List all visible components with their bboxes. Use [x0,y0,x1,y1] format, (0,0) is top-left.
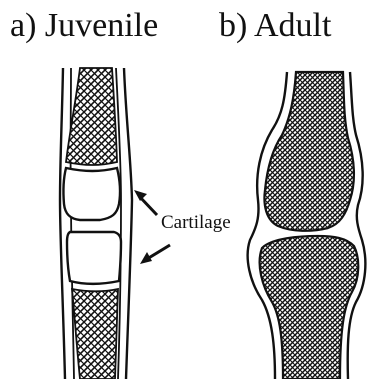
juvenile-lower-shaft [72,289,118,379]
adult-outer-right-edge [348,72,366,379]
juvenile-upper-epiphysis [63,168,120,220]
arrow-upper-head [134,190,147,201]
adult-upper-bone [264,72,354,231]
adult-bone [248,72,366,379]
juvenile-lower-epiphysis [67,232,121,284]
arrow-lower-head [140,252,152,264]
adult-title: b) Adult [219,6,331,46]
juvenile-title: a) Juvenile [10,6,158,46]
arrow-lower-line [147,245,170,259]
juvenile-outer-right-edge [124,68,132,379]
juvenile-bone [60,68,132,379]
juvenile-upper-shaft [66,68,117,165]
cartilage-label: Cartilage [160,212,232,234]
juvenile-outer-left-edge [60,68,65,379]
